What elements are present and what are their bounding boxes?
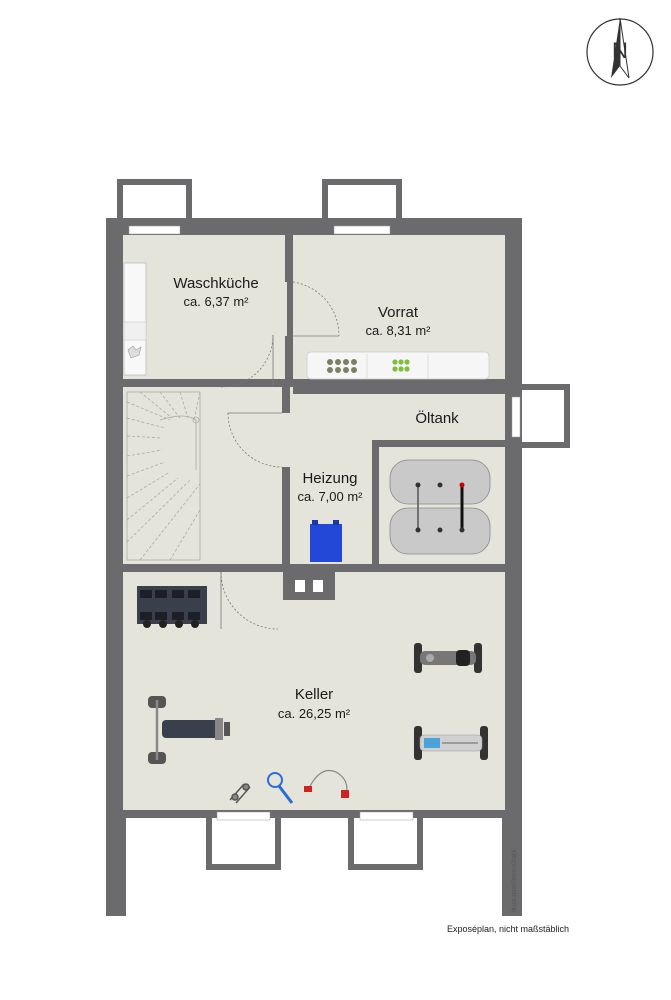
window-bay-bottom-left	[206, 818, 281, 870]
room-area-vorrat: ca. 8,31 m²	[365, 323, 431, 338]
door-swings	[220, 281, 340, 630]
exercise-bike-icon	[414, 643, 482, 673]
room-name-keller: Keller	[295, 686, 333, 703]
inner-walls	[123, 235, 505, 600]
room-name-vorrat: Vorrat	[378, 304, 419, 321]
north-arrow-icon: N	[586, 17, 654, 86]
staircase-icon	[126, 391, 201, 561]
shelf-icon	[306, 351, 490, 380]
room-area-heizung: ca. 7,00 m²	[297, 489, 363, 504]
room-name-waschkueche: Waschküche	[173, 275, 258, 292]
lightwell-wall-left	[106, 810, 126, 916]
lightwell-wall-right	[502, 810, 522, 916]
dumbbell-rack-icon	[137, 586, 207, 628]
illustration-credit: Illustration©ImmoGrafik	[511, 848, 518, 912]
washing-machine-icon	[123, 262, 147, 376]
plan-note: Exposéplan, nicht maßstäblich	[447, 924, 569, 934]
hand-grip-icon	[229, 783, 251, 804]
window-bay-bottom-right	[348, 818, 423, 870]
room-area-waschkueche: ca. 6,37 m²	[183, 294, 249, 309]
north-label: N	[612, 38, 628, 63]
boiler-icon	[310, 520, 342, 562]
weight-bench-icon	[148, 696, 230, 764]
room-area-keller: ca. 26,25 m²	[278, 706, 351, 721]
jump-rope-icon	[267, 769, 349, 804]
rowing-machine-icon	[414, 726, 488, 760]
room-waschkueche	[123, 235, 287, 379]
room-name-heizung: Heizung	[302, 470, 357, 487]
room-name-oeltank: Öltank	[415, 409, 459, 427]
oil-tank-icon	[389, 459, 491, 555]
